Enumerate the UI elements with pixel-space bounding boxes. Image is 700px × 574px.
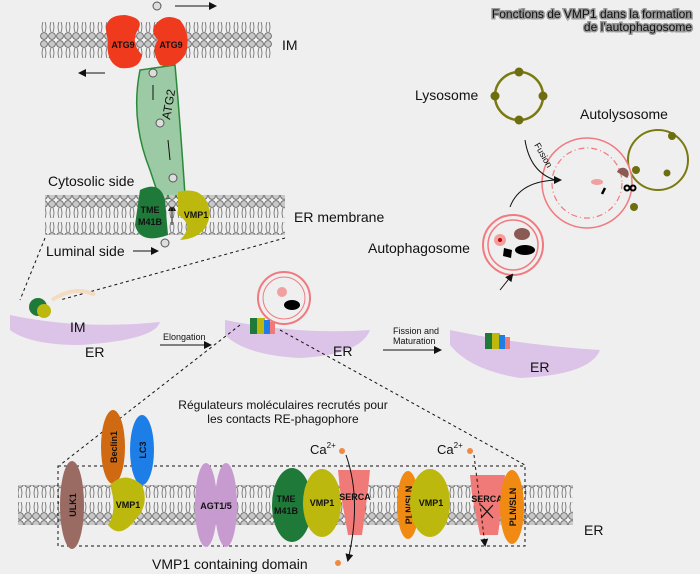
serca-protein-b xyxy=(470,475,505,535)
tmem41b-label-1: TME xyxy=(141,205,160,215)
serca-label-b: SERCA xyxy=(471,494,503,504)
autophagosome-label: Autophagosome xyxy=(368,240,470,256)
fission-label-1: Fission and xyxy=(393,326,439,336)
blocked-x-icon xyxy=(480,504,494,519)
vmp1-label-c: VMP1 xyxy=(419,498,444,508)
vmp1-protein-a xyxy=(108,477,145,532)
atg2-label: ATG2 xyxy=(159,88,178,121)
tmem41b-protein-b xyxy=(272,468,312,542)
vmp1-label: VMP1 xyxy=(184,210,209,220)
fusion-arrow-icon xyxy=(509,176,562,208)
middle-im-label: IM xyxy=(70,319,86,335)
calcium-uptake-arrow-icon xyxy=(345,454,356,562)
er-stage-3 xyxy=(450,330,600,378)
autophagosome xyxy=(482,214,544,276)
beclin1-protein xyxy=(101,410,125,484)
ulk1-label: ULK1 xyxy=(68,493,78,517)
ca-label-b: Ca2+ xyxy=(437,441,463,457)
regulators-heading-1: Régulateurs moléculaires recrutés pour xyxy=(178,398,387,412)
beclin1-label: Beclin1 xyxy=(109,431,119,463)
er-stage-2 xyxy=(225,271,370,358)
calcium-ion-lumen xyxy=(335,560,341,566)
autolysosome-label: Autolysosome xyxy=(580,106,668,122)
pln-protein-b xyxy=(500,470,524,544)
zoom-lines-top xyxy=(19,237,286,301)
calcium-ion-b xyxy=(467,448,473,454)
calcium-ion xyxy=(339,448,345,454)
tmem41b-label-2: M41B xyxy=(138,217,163,227)
lipid-transfer-dots xyxy=(148,1,178,248)
vmp1-domain-footer: VMP1 containing domain xyxy=(152,556,308,572)
title-line1: Fonctions de VMP1 dans la formation xyxy=(492,7,692,21)
agt-label: AGT1/5 xyxy=(200,501,232,511)
middle-er-label-1: ER xyxy=(85,344,104,360)
fission-label-2: Maturation xyxy=(393,336,436,346)
lc3-label: LC3 xyxy=(138,441,148,458)
vmp1-domain-box xyxy=(57,465,526,547)
maturation-arrow-icon xyxy=(499,273,514,291)
atg9-right xyxy=(153,16,188,67)
elongation-label: Elongation xyxy=(163,332,206,342)
luminal-side-label: Luminal side xyxy=(46,243,125,259)
vmp1-label-b: VMP1 xyxy=(310,498,335,508)
cytosolic-side-label: Cytosolic side xyxy=(48,173,135,189)
ulk1-protein xyxy=(60,461,84,549)
atg9-right-label: ATG9 xyxy=(159,40,182,50)
im-label: IM xyxy=(282,37,298,53)
ca-label-a: Ca2+ xyxy=(310,441,336,457)
pln-label-b: PLN/SLN xyxy=(508,488,518,527)
tmem41b-b-label-1: TME xyxy=(277,494,296,504)
regulators-heading-2: les contacts RE-phagophore xyxy=(207,412,359,426)
autolysosome xyxy=(541,129,689,229)
vmp1-protein-b xyxy=(303,469,341,537)
lysosome-label: Lysosome xyxy=(415,87,479,103)
tmem41b-protein xyxy=(135,186,168,239)
atg2-protein xyxy=(135,64,186,201)
vmp1-protein xyxy=(178,190,210,240)
lc3-protein xyxy=(130,415,154,485)
zoom-lines-bottom xyxy=(59,324,526,466)
pln-label-a: PLN/SLN xyxy=(404,486,414,525)
middle-er-label-2: ER xyxy=(333,343,352,359)
er-stage-1 xyxy=(10,289,160,345)
agt-protein-right xyxy=(215,463,237,547)
title-line2: de l’autophagosome xyxy=(584,20,692,34)
tmem41b-b-label-2: M41B xyxy=(274,506,299,516)
atg9-left-label: ATG9 xyxy=(111,40,134,50)
atg9-left xyxy=(106,15,142,69)
lysosome xyxy=(490,67,548,125)
vmp1-protein-c xyxy=(410,469,450,537)
middle-er-label-3: ER xyxy=(530,359,549,375)
agt-protein-left xyxy=(195,463,217,547)
er-membrane-label: ER membrane xyxy=(294,209,384,225)
serca-label-a: SERCA xyxy=(339,492,371,502)
vmp1-label-a: VMP1 xyxy=(116,500,141,510)
bottom-er-label: ER xyxy=(584,522,603,538)
fusion-curve xyxy=(524,139,556,181)
